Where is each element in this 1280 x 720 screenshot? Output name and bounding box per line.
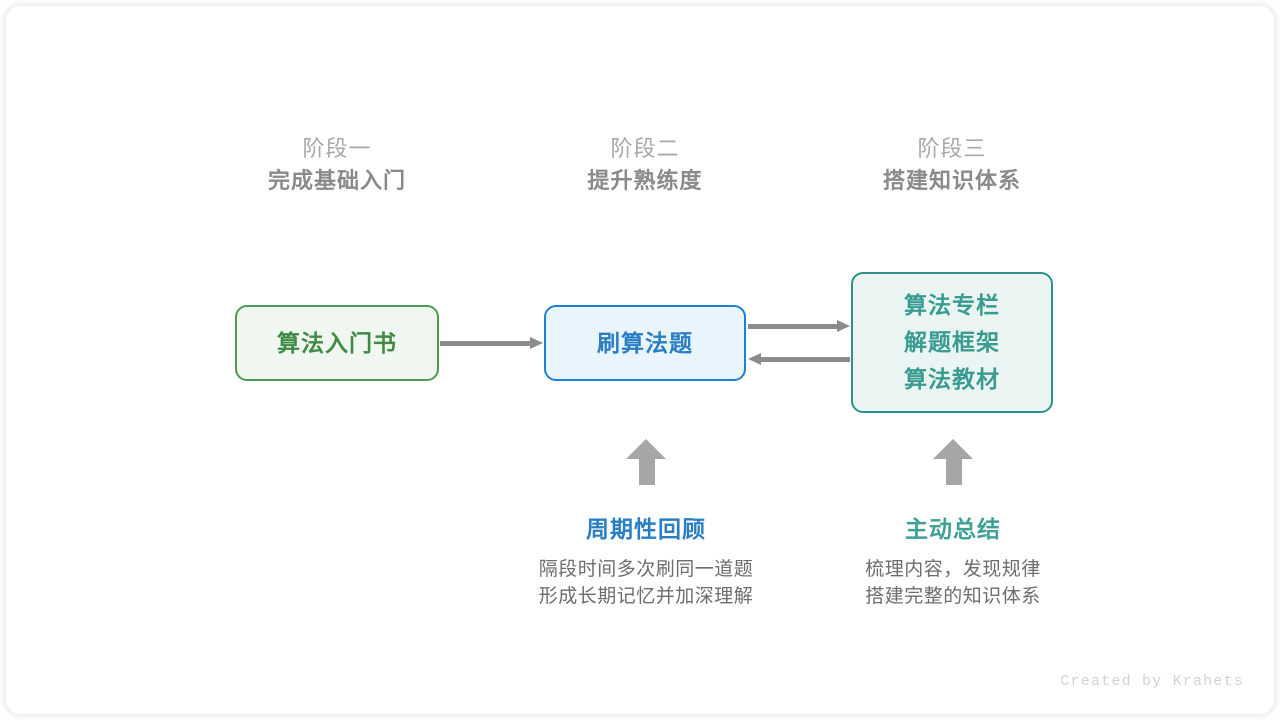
diagram-canvas: 阶段一 完成基础入门 阶段二 提升熟练度 阶段三 搭建知识体系 算法入门书 刷算…: [6, 6, 1274, 714]
stage-index-3: 阶段三: [917, 136, 987, 161]
method-active-summary: 主动总结 梳理内容，发现规律 搭建完整的知识体系: [783, 512, 1123, 610]
method-summary-desc: 梳理内容，发现规律 搭建完整的知识体系: [783, 556, 1123, 610]
stage-title-2: 提升熟练度: [587, 168, 703, 193]
method-review-desc-line-2: 形成长期记忆并加深理解: [538, 586, 754, 607]
method-review-desc: 隔段时间多次刷同一道题 形成长期记忆并加深理解: [476, 556, 816, 610]
stage-header-1: 阶段一 完成基础入门: [207, 134, 467, 198]
footer-credit: Created by Krahets: [1060, 673, 1244, 690]
arrow-up-stem: [639, 457, 655, 485]
method-summary-title: 主动总结: [905, 516, 1001, 542]
node-resources-line-3: 算法教材: [904, 366, 1000, 392]
arrow-up-summary-icon: [933, 439, 973, 485]
node-resources-line-2: 解题框架: [904, 329, 1000, 355]
arrow-resources-to-practice-icon: [748, 353, 850, 365]
node-resources-line-1: 算法专栏: [904, 292, 1000, 318]
arrow-head: [530, 337, 543, 349]
arrow-book-to-practice-icon: [440, 337, 543, 349]
node-algorithm-intro-book[interactable]: 算法入门书: [235, 305, 439, 381]
method-summary-desc-line-1: 梳理内容，发现规律: [865, 559, 1041, 580]
stage-header-2: 阶段二 提升熟练度: [515, 134, 775, 198]
node-learning-resources[interactable]: 算法专栏 解题框架 算法教材: [851, 272, 1053, 413]
method-summary-desc-line-2: 搭建完整的知识体系: [865, 586, 1041, 607]
node-practice-line-1: 刷算法题: [597, 329, 693, 356]
arrow-up-tip: [933, 439, 973, 459]
stage-title-3: 搭建知识体系: [882, 168, 1021, 193]
arrow-shaft: [748, 324, 840, 329]
arrow-shaft: [758, 357, 850, 362]
arrow-up-tip: [626, 439, 666, 459]
method-review-desc-line-1: 隔段时间多次刷同一道题: [538, 559, 754, 580]
arrow-up-stem: [946, 457, 962, 485]
method-periodic-review: 周期性回顾 隔段时间多次刷同一道题 形成长期记忆并加深理解: [476, 512, 816, 610]
node-practice-problems[interactable]: 刷算法题: [544, 305, 746, 381]
arrow-up-review-icon: [626, 439, 666, 485]
node-book-line-1: 算法入门书: [277, 329, 397, 356]
arrow-practice-to-resources-icon: [748, 320, 850, 332]
stage-index-1: 阶段一: [302, 136, 372, 161]
stage-title-1: 完成基础入门: [267, 168, 406, 193]
arrow-head: [837, 320, 850, 332]
stage-index-2: 阶段二: [610, 136, 680, 161]
method-review-title: 周期性回顾: [586, 516, 706, 542]
stage-header-3: 阶段三 搭建知识体系: [822, 134, 1082, 198]
arrow-head: [748, 353, 761, 365]
arrow-shaft: [440, 341, 533, 346]
